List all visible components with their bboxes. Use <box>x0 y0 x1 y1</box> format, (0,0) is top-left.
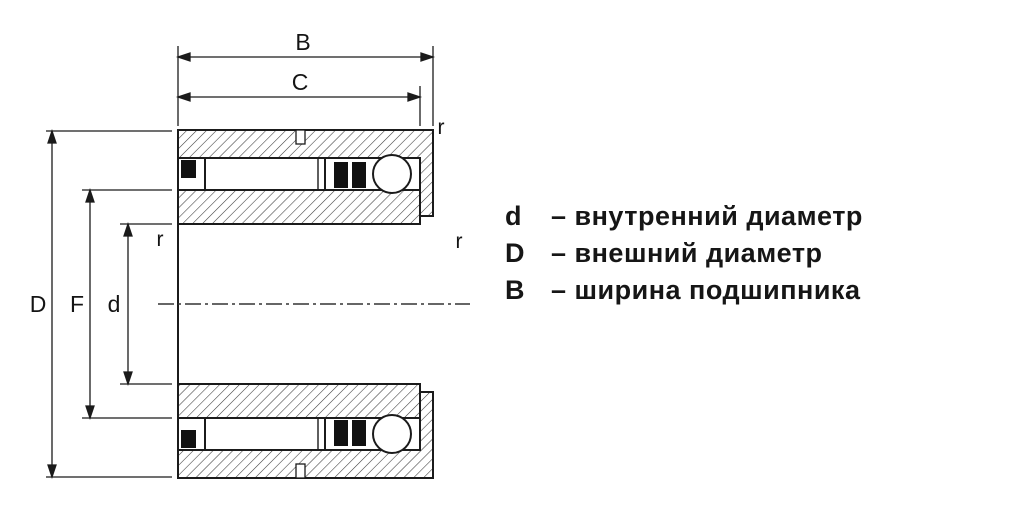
dim-label-outer-diameter: D <box>30 291 47 317</box>
arrowhead <box>123 221 133 237</box>
arrowhead <box>123 371 133 387</box>
arrowhead <box>407 92 423 102</box>
legend-label: – внешний диаметр <box>551 238 823 268</box>
arrowhead <box>175 92 191 102</box>
dim-label-b: B <box>295 29 310 55</box>
radius-label-left: r <box>157 228 164 251</box>
dim-label-bore: d <box>108 291 121 317</box>
dim-label-c: C <box>292 69 309 95</box>
legend-item-outer-diameter: D – внешний диаметр <box>505 235 985 272</box>
legend-symbol: B <box>505 275 525 305</box>
arrowhead <box>85 405 95 421</box>
needle-rollers-bottom <box>204 417 326 451</box>
inner-ring-top <box>177 189 421 225</box>
arrowhead <box>47 464 57 480</box>
radius-label-right: r <box>456 230 463 253</box>
ball-top <box>372 154 412 194</box>
arrowhead <box>85 187 95 203</box>
seal-block-left-bottom <box>181 430 196 448</box>
radius-label-top-right: r <box>438 116 445 139</box>
legend-symbol: d <box>505 201 522 231</box>
lube-notch-bottom <box>295 463 306 479</box>
bearing-cross-section <box>158 129 470 479</box>
legend-label: – ширина подшипника <box>551 275 861 305</box>
lube-notch-top <box>295 129 306 145</box>
arrowhead <box>47 128 57 144</box>
seal-block-left-top <box>181 160 196 178</box>
legend-item-bearing-width: B – ширина подшипника <box>505 272 985 309</box>
ball-bottom <box>372 414 412 454</box>
legend-symbol: D <box>505 238 525 268</box>
arrowhead <box>175 52 191 62</box>
dim-label-f: F <box>70 291 84 317</box>
inner-ring-bottom <box>177 383 421 419</box>
dimension-lines <box>46 46 436 480</box>
legend: d – внутренний диаметр D – внешний диаме… <box>505 198 985 309</box>
cage-block <box>352 162 366 188</box>
needle-rollers-top <box>204 157 326 191</box>
arrowhead <box>420 52 436 62</box>
legend-item-inner-diameter: d – внутренний диаметр <box>505 198 985 235</box>
cage-block <box>334 420 348 446</box>
legend-label: – внутренний диаметр <box>551 201 863 231</box>
dimension-labels: B C D F d r r r <box>30 29 463 317</box>
cage-block <box>334 162 348 188</box>
cage-block <box>352 420 366 446</box>
